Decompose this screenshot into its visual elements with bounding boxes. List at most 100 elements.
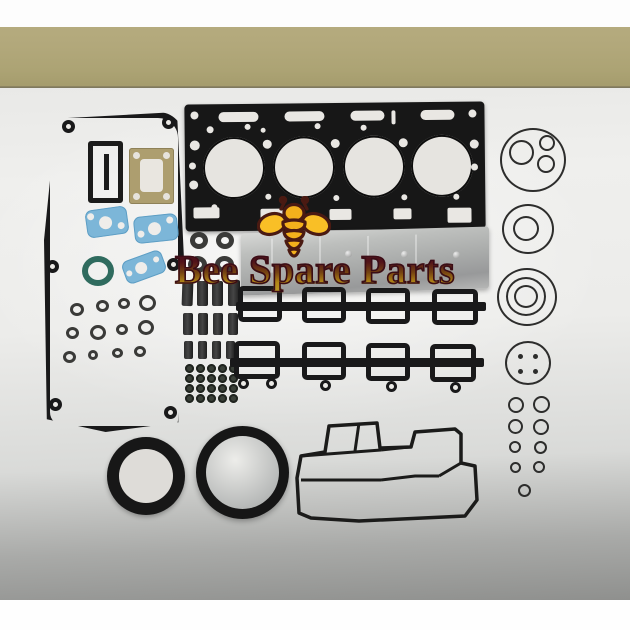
o-ring-four-dot (505, 341, 551, 385)
flange-hole (133, 193, 140, 200)
bore-2 (272, 136, 336, 199)
bore-4 (410, 134, 474, 198)
valve-stem-seal (198, 341, 207, 359)
washer-grid (185, 364, 239, 403)
intake-manifold-gasket-lower (230, 339, 484, 393)
oil-pan-gasket (289, 418, 481, 530)
o-ring-concentric (497, 268, 557, 326)
coolant-slot-4 (420, 109, 455, 121)
coolant-slot-1 (218, 111, 259, 123)
o-ring (112, 348, 123, 358)
bolt-hole (190, 111, 199, 120)
bolt-hole (333, 194, 340, 202)
valve-stem-seal (212, 281, 223, 306)
o-ring-small-d (533, 419, 549, 435)
o-ring-small-a (508, 397, 524, 413)
gasket-lug (386, 381, 397, 392)
o-ring (88, 350, 98, 360)
gasket-lug (266, 378, 277, 389)
o-ring-inner (514, 285, 538, 308)
bolt-hole (360, 124, 367, 131)
bolt-hole (262, 139, 272, 149)
gasket-eyelet (164, 406, 177, 419)
valve-stem-seal (226, 341, 235, 359)
gasket-port (366, 343, 410, 381)
bore-3 (342, 135, 406, 198)
o-ring (216, 232, 234, 249)
coolant-slot-2 (284, 111, 325, 122)
valve-stem-seal (198, 313, 208, 335)
gasket-port (302, 342, 346, 380)
o-ring (190, 232, 208, 249)
valve-stem-seal (212, 341, 221, 359)
o-ring-pair-medium (502, 204, 554, 254)
bolt-hole (188, 162, 197, 170)
o-ring (188, 256, 207, 273)
bottom-white-margin (0, 600, 630, 630)
gasket-lug (238, 378, 249, 389)
bolt-hole (398, 138, 408, 148)
o-ring (66, 327, 79, 339)
bolt-hole (189, 140, 200, 151)
valve-stem-seal (228, 313, 238, 335)
bolt-hole (469, 139, 479, 149)
oil-notch-2 (260, 208, 283, 220)
o-ring (116, 324, 128, 335)
blue-water-pump-gasket-2 (132, 212, 180, 245)
crankshaft-seal-large (196, 426, 289, 519)
gasket-port (234, 341, 280, 379)
cylinder-head-gasket (184, 101, 486, 232)
blue-water-pump-gasket-1 (84, 205, 130, 239)
flange-hole (163, 152, 170, 159)
gasket-port (238, 286, 282, 322)
o-ring-small-h (533, 461, 545, 473)
turbo-flange-gasket (129, 148, 174, 204)
o-ring (139, 295, 156, 311)
gasket-port (430, 344, 476, 382)
gasket-eyelet (49, 398, 62, 411)
o-ring-inner (506, 277, 546, 316)
valve-stem-seal (184, 341, 193, 359)
bolt-hole (314, 123, 321, 130)
gasket-port (432, 289, 478, 325)
o-ring-inner (537, 155, 555, 173)
o-ring-inner (509, 140, 534, 165)
o-ring (96, 300, 109, 312)
o-ring-small-i (518, 484, 531, 497)
gasket-lug (450, 382, 461, 393)
o-ring (118, 298, 130, 309)
o-ring (63, 351, 76, 363)
oil-notch-4 (393, 208, 412, 220)
bolt-hole (211, 204, 218, 211)
coolant-slot-5 (391, 110, 396, 125)
coolant-slot-3 (350, 110, 385, 121)
o-ring-small-b (533, 396, 550, 413)
bolt-hole (401, 194, 408, 201)
o-ring-inner (513, 216, 539, 241)
bolt-hole (453, 193, 460, 200)
bolt-hole (470, 163, 479, 171)
o-ring-small-e (509, 441, 521, 453)
valve-stem-seal (181, 280, 194, 307)
valve-stem-seal (228, 280, 240, 306)
valve-stem-seal (213, 313, 223, 335)
flange-hole (163, 193, 170, 200)
oil-filter-bracket-gasket (88, 141, 123, 203)
o-ring-inner (539, 135, 555, 151)
gasket-eyelet (62, 120, 75, 133)
o-ring-small-f (534, 441, 547, 454)
o-ring-small-g (510, 462, 521, 473)
crankshaft-seal-small (107, 437, 185, 515)
valve-stem-seal (197, 281, 208, 306)
valve-cover-gasket (44, 112, 184, 432)
top-white-margin (0, 0, 630, 28)
bolt-hole (265, 193, 272, 200)
bolt-hole (468, 109, 477, 118)
gasket-eyelet (167, 258, 180, 271)
bolt-hole (189, 180, 199, 190)
gasket-port (302, 287, 346, 323)
oil-notch-5 (447, 207, 472, 223)
o-ring-cluster-large (500, 128, 566, 192)
flange-hole (133, 152, 140, 159)
cardboard-backdrop (0, 27, 630, 89)
